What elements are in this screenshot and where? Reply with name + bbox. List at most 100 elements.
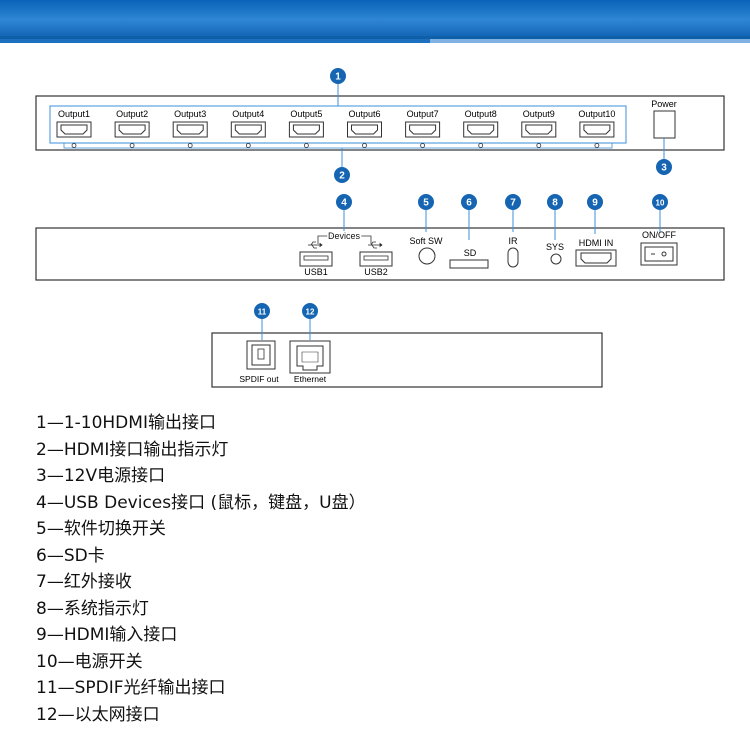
usb2-port-inner [363, 255, 389, 261]
callout-marker [587, 194, 603, 210]
callout-marker [336, 194, 352, 210]
device-diagram: Output1 Output2 Output3 Output4 Output5 Outpu… [35, 68, 725, 388]
ethernet-label: Ethernet [294, 374, 327, 384]
usb1-port-inner [303, 255, 329, 261]
onoff-switch-mark [661, 251, 667, 257]
legend-item: 12—以太网接口 [36, 704, 160, 725]
callout-marker [461, 194, 477, 210]
devices-bracket [317, 235, 372, 244]
hdmi-outputs: Output1 Output2 Output3 Output4 Output5 Outpu… [56, 109, 615, 148]
legend-item: 6—SD卡 [36, 545, 105, 566]
bottom-panel [211, 332, 603, 388]
hdmi-output-port [292, 124, 320, 135]
output-led [478, 143, 484, 148]
callout-number: 6 [466, 198, 472, 209]
output-label: Output2 [116, 109, 148, 119]
output-label: Output9 [523, 109, 555, 119]
callout-marker [652, 194, 668, 210]
power-label: Power [651, 99, 677, 109]
spdif-port-core [257, 348, 265, 360]
callout-marker [418, 194, 434, 210]
hdmi-in-port [580, 252, 612, 264]
hdmi-output-port [409, 124, 437, 135]
spdif-label: SPDIF out [239, 374, 279, 384]
callout-number: 7 [510, 198, 516, 209]
onoff-switch [644, 246, 674, 262]
output-led [536, 143, 542, 148]
led-row-highlight [63, 142, 613, 149]
legend-item: 2—HDMI接口输出指示灯 [36, 439, 229, 460]
hdmi-in-label: HDMI IN [579, 238, 614, 248]
legend-item: 4—USB Devices接口 (鼠标，键盘，U盘） [36, 492, 366, 513]
output-label: Output8 [465, 109, 497, 119]
usb1-label: USB1 [304, 267, 328, 277]
legend-item: 10—电源开关 [36, 651, 143, 672]
usb-icon [368, 241, 383, 249]
sys-label: SYS [546, 242, 564, 252]
output-label: Output6 [348, 109, 380, 119]
output-led [129, 143, 135, 148]
usb2-port [359, 251, 393, 267]
onoff-label: ON/OFF [642, 230, 676, 240]
output-label: Output3 [174, 109, 206, 119]
callout-marker [302, 303, 318, 319]
soft-sw-button [418, 247, 436, 265]
callout-marker [330, 68, 346, 84]
callout-marker [505, 194, 521, 210]
hdmi-output-port [351, 124, 378, 135]
ir-label: IR [509, 236, 519, 246]
output-label: Output10 [578, 109, 615, 119]
legend-item: 7—红外接收 [36, 572, 132, 592]
callout-number: 3 [661, 163, 667, 174]
callout-marker [334, 167, 350, 183]
callout-number: 9 [592, 198, 598, 209]
usb2-label: USB2 [364, 267, 388, 277]
header-banner [0, 0, 750, 36]
output-label: Output1 [58, 109, 90, 119]
banner-stripe-dark [0, 39, 430, 43]
output-led [187, 143, 193, 148]
legend-item: 1—1-10HDMI输出接口 [36, 413, 216, 433]
output-led [420, 143, 426, 148]
hdmi-output-port [525, 124, 553, 135]
power-jack [653, 110, 676, 139]
hdmi-output-port [583, 124, 611, 135]
callout-number: 4 [341, 198, 347, 209]
callout-number: 11 [258, 308, 267, 317]
banner-stripe [0, 36, 750, 39]
sd-label: SD [464, 248, 477, 258]
callout-number: 12 [306, 308, 315, 317]
callout-number: 1 [335, 72, 341, 83]
output-label: Output4 [232, 109, 264, 119]
callout-marker [254, 303, 270, 319]
legend-item: 11—SPDIF光纤输出接口 [36, 678, 226, 698]
ir-receiver [507, 247, 519, 268]
callout-marker [547, 194, 563, 210]
output-led [362, 143, 367, 148]
output-led [71, 143, 77, 148]
sys-led [550, 253, 562, 265]
ethernet-port-inner [301, 351, 319, 363]
soft-sw-label: Soft SW [409, 236, 443, 246]
legend-item: 3—12V电源接口 [36, 466, 166, 486]
banner-stripe-light [430, 39, 750, 43]
callout-number: 2 [339, 171, 345, 182]
output-label: Output5 [290, 109, 322, 119]
legend-item: 9—HDMI输入接口 [36, 625, 178, 645]
legend-item: 5—软件切换开关 [36, 519, 166, 539]
hdmi-output-port [118, 124, 146, 135]
usb1-port [299, 251, 333, 267]
hdmi-output-port [467, 124, 495, 135]
callout-marker [656, 159, 672, 175]
output-label: Output7 [407, 109, 439, 119]
output-led [594, 143, 600, 148]
ethernet-port [296, 345, 324, 371]
output-led [245, 143, 251, 148]
legend-item: 8—系统指示灯 [36, 598, 149, 619]
hdmi-output-port [234, 124, 262, 135]
hdmi-output-port [176, 124, 204, 135]
sd-slot [449, 259, 489, 269]
devices-label: Devices [328, 231, 361, 241]
hdmi-output-port [60, 124, 88, 135]
usb-icon [308, 241, 323, 249]
